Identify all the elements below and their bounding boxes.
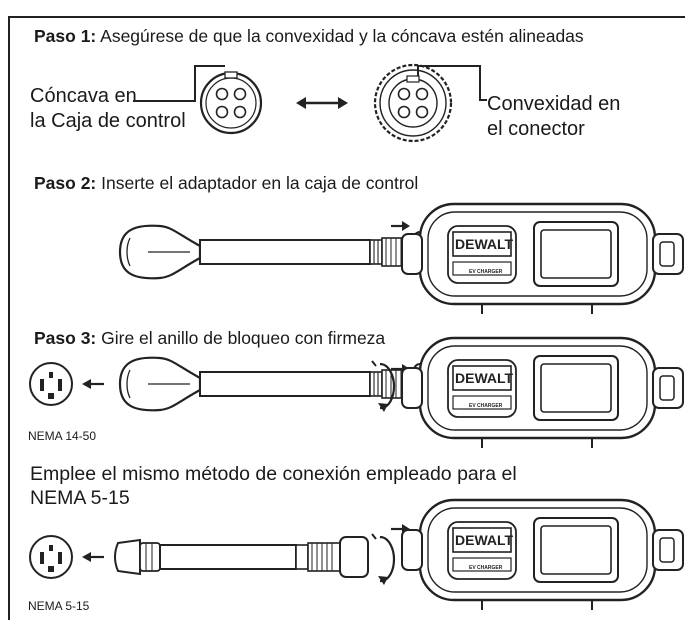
step3-label: Paso 3:: [34, 328, 97, 348]
concave-leader-line: [133, 65, 225, 102]
charger-sub-3: EV CHARGER: [469, 565, 503, 571]
convex-label-line2: el conector: [487, 118, 585, 140]
concave-connector-icon: [199, 71, 263, 135]
step1-label: Paso 1:: [34, 26, 97, 46]
charger-brand-2: DEWALT: [455, 370, 514, 386]
charger-icon: [400, 498, 685, 612]
charger-icon: [400, 336, 685, 450]
outlet-1450-label: NEMA 14-50: [28, 429, 97, 443]
convex-label-line1: Convexidad en: [487, 93, 621, 115]
note-text: Emplee el mismo método de conexión emple…: [30, 462, 517, 510]
concave-label: Cóncava en la Caja de control: [30, 84, 186, 134]
convex-label: Convexidad en el conector: [487, 92, 620, 142]
outlet-icon: [29, 535, 73, 579]
step2-adapter-plug: [118, 224, 202, 280]
step2-text: Inserte el adaptador en la caja de contr…: [96, 173, 419, 193]
charger-brand-1: DEWALT: [455, 236, 514, 252]
note-line2: NEMA 5-15: [30, 487, 130, 509]
charger-brand-3: DEWALT: [455, 532, 514, 548]
rotate-arrow-icon: [370, 532, 396, 587]
concave-label-line1: Cóncava en: [30, 85, 137, 107]
convex-leader-line: [417, 65, 487, 101]
step2-insert-arrow: [391, 221, 410, 231]
step3-text: Gire el anillo de bloqueo con firmeza: [96, 328, 386, 348]
step2-label: Paso 2:: [34, 173, 97, 193]
double-arrow-icon: [296, 97, 348, 109]
step1-heading: Paso 1: Asegúrese de que la convexidad y…: [34, 26, 584, 47]
outlet-icon: [29, 362, 73, 406]
charger-icon: [400, 202, 685, 316]
frame-left-border: [8, 16, 10, 620]
charger-sub-1: EV CHARGER: [469, 269, 503, 275]
convex-connector-icon: [373, 63, 453, 143]
step1-text: Asegúrese de que la convexidad y la cónc…: [96, 26, 584, 46]
step3-adapter-plug: [118, 356, 202, 412]
nema515-adapter-cable: [159, 536, 369, 578]
nema515-plug: [114, 538, 161, 576]
frame-top-border: [8, 16, 685, 18]
outlet-515-label: NEMA 5-15: [28, 599, 90, 613]
charger-sub-2: EV CHARGER: [469, 403, 503, 409]
concave-label-line2: la Caja de control: [30, 110, 186, 132]
step3-heading: Paso 3: Gire el anillo de bloqueo con fi…: [34, 328, 385, 349]
nema515-plug-arrow: [82, 552, 104, 562]
note-line1: Emplee el mismo método de conexión emple…: [30, 463, 517, 485]
step3-plug-arrow: [82, 379, 104, 389]
step2-heading: Paso 2: Inserte el adaptador en la caja …: [34, 173, 418, 194]
